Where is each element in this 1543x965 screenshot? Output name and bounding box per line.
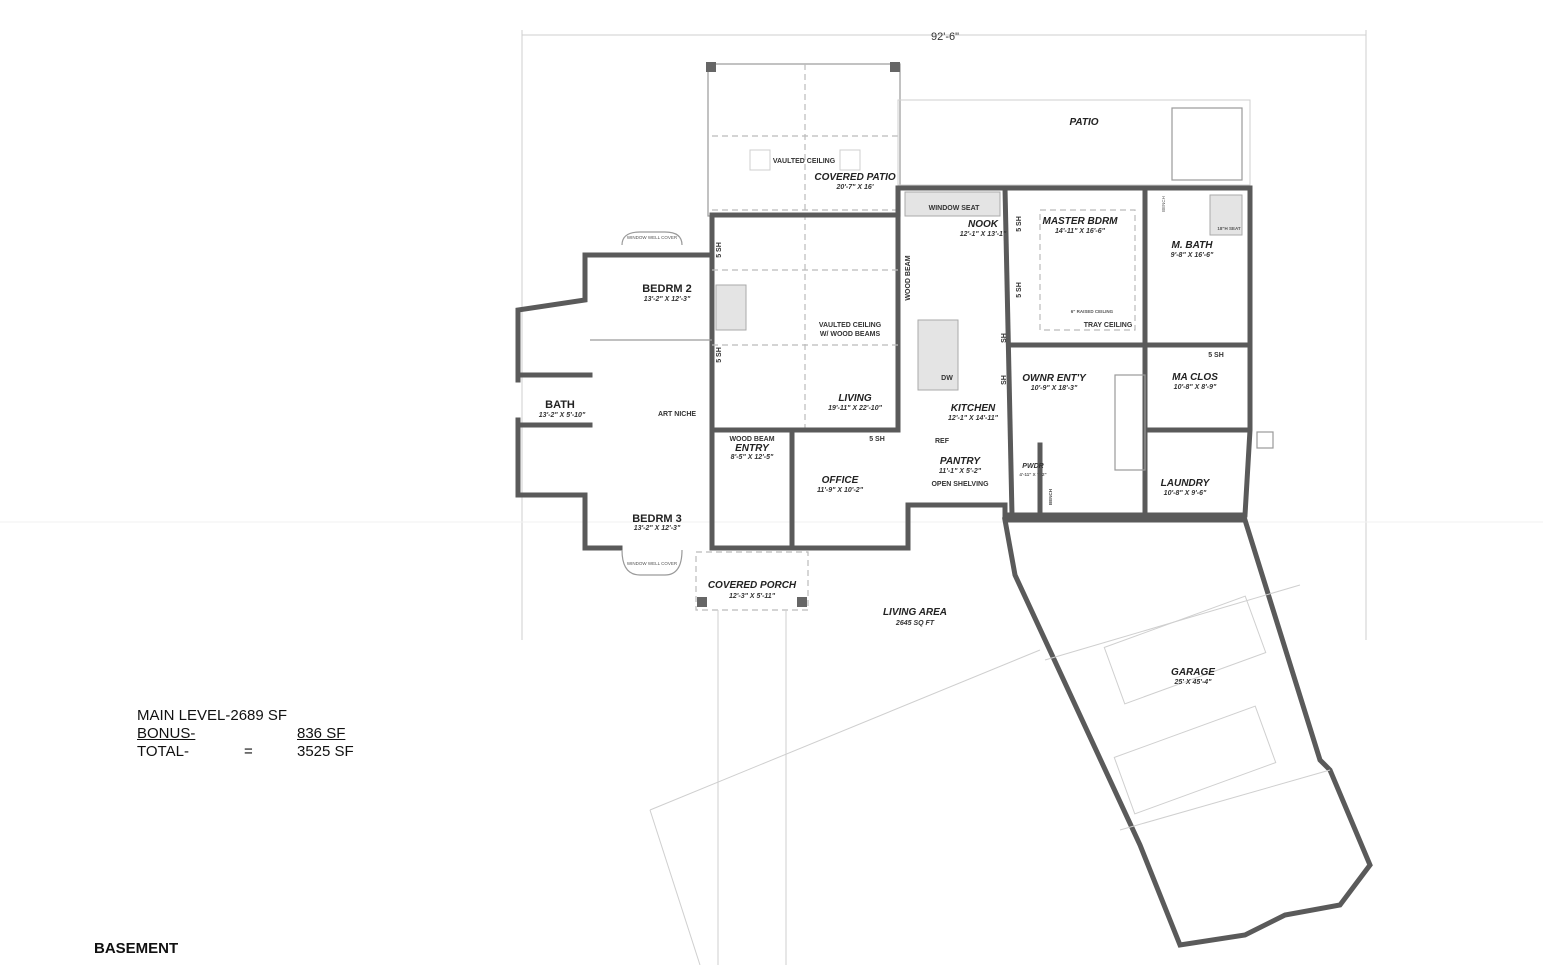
room-label: VAULTED CEILING bbox=[819, 322, 882, 329]
room-label: 10'-9" X 18'-3" bbox=[1031, 385, 1078, 392]
room-label: OFFICE bbox=[822, 475, 859, 486]
room-label: 14'-11" X 16'-6" bbox=[1055, 228, 1106, 235]
room-label: 5 SH bbox=[716, 347, 723, 363]
room-label: W/ WOOD BEAMS bbox=[820, 331, 881, 338]
level-title: BASEMENT bbox=[94, 940, 179, 957]
window-well-cover bbox=[621, 231, 683, 246]
patio-outline bbox=[897, 99, 1251, 186]
overall-dimension-line: 92'-6" bbox=[521, 30, 1367, 640]
room-label: PWDR bbox=[1022, 463, 1043, 470]
room-label: 20'-7" X 16' bbox=[835, 184, 873, 191]
room-label: WINDOW WELL COVER bbox=[627, 561, 678, 566]
room-label: 8'-5" X 12'-5" bbox=[731, 454, 774, 461]
room-label: DW bbox=[941, 375, 953, 382]
room-label: 5 SH bbox=[1016, 282, 1023, 298]
bonus-label: BONUS- bbox=[137, 725, 196, 742]
room-label: LIVING AREA bbox=[883, 607, 947, 618]
room-label: BENCH bbox=[1161, 196, 1166, 212]
total-label: TOTAL- bbox=[137, 743, 189, 760]
room-label: KITCHEN bbox=[951, 403, 996, 414]
room-label: TRAY CEILING bbox=[1084, 322, 1133, 329]
room-label: 9'-8" X 16'-6" bbox=[1171, 252, 1214, 259]
room-label: GARAGE bbox=[1171, 667, 1215, 678]
room-label: 10'-8" X 8'-9" bbox=[1174, 384, 1217, 391]
room-label: 13'-2" X 12'-3" bbox=[634, 525, 681, 532]
square-footage-summary: MAIN LEVEL-2689 SF BONUS- 836 SF TOTAL- = 3… bbox=[137, 707, 354, 761]
room-label: 5 SH bbox=[716, 242, 723, 258]
room-label: PANTRY bbox=[940, 456, 982, 467]
room-label: M. BATH bbox=[1172, 240, 1214, 251]
room-label: BEDRM 3 bbox=[632, 513, 682, 525]
room-label: NOOK bbox=[968, 219, 999, 230]
room-label: 5 SH bbox=[1016, 216, 1023, 232]
room-label: 4'-11" X 7'-2" bbox=[1019, 472, 1046, 477]
room-label: SH bbox=[1001, 375, 1008, 385]
kitchen-island bbox=[917, 319, 959, 391]
overall-dimension: 92'-6" bbox=[931, 31, 959, 43]
room-label: BATH bbox=[545, 399, 575, 411]
room-label: 19'-11" X 22'-10" bbox=[828, 405, 882, 412]
room-label: 5 SH bbox=[869, 436, 885, 443]
room-label: COVERED PATIO bbox=[814, 172, 896, 183]
total-equals: = bbox=[244, 743, 253, 760]
room-label: WOOD BEAM bbox=[905, 255, 912, 300]
total-value: 3525 SF bbox=[297, 743, 354, 760]
room-label: VAULTED CEILING bbox=[773, 158, 836, 165]
exterior-walls bbox=[515, 185, 1253, 551]
covered-porch-structure bbox=[695, 551, 809, 965]
living-beams bbox=[712, 191, 1243, 471]
stairs bbox=[1114, 374, 1146, 471]
room-label: COVERED PORCH bbox=[708, 580, 797, 591]
room-label: BEDRM 2 bbox=[642, 283, 692, 295]
room-label: OWNR ENT'Y bbox=[1022, 373, 1087, 384]
room-label: 11'-1" X 5'-2" bbox=[939, 468, 982, 475]
room-label: SH bbox=[1001, 333, 1008, 343]
room-label: MASTER BDRM bbox=[1043, 216, 1119, 227]
room-label: 5 SH bbox=[1208, 352, 1224, 359]
room-label: 12'-1" X 13'-1" bbox=[960, 231, 1007, 238]
room-labels: VAULTED CEILING COVERED PATIO 20'-7" X 1… bbox=[539, 117, 1241, 686]
room-label: WOOD BEAM bbox=[729, 436, 774, 443]
bonus-value: 836 SF bbox=[297, 725, 346, 742]
room-label: 18"H SEAT bbox=[1217, 226, 1241, 231]
room-label: PATIO bbox=[1069, 117, 1098, 128]
spa bbox=[1171, 107, 1243, 181]
room-label: 13'-2" X 5'-10" bbox=[539, 412, 586, 419]
covered-patio-structure bbox=[706, 62, 901, 430]
room-label: WINDOW SEAT bbox=[929, 205, 981, 212]
room-label: 12'-1" X 14'-11" bbox=[948, 415, 999, 422]
room-label: ART NICHE bbox=[658, 411, 696, 418]
room-label: 10'-8" X 9'-6" bbox=[1164, 490, 1207, 497]
room-label: 6" RAISED CEILING bbox=[1071, 309, 1114, 314]
room-label: ENTRY bbox=[735, 443, 770, 454]
room-label: BENCH bbox=[1048, 489, 1053, 505]
window-well-cover bbox=[621, 549, 683, 576]
room-label: 12'-3" X 5'-11" bbox=[729, 593, 776, 600]
room-label: 13'-2" X 12'-3" bbox=[644, 296, 691, 303]
room-label: 11'-9" X 10'-2" bbox=[817, 487, 864, 494]
main-level-sf: MAIN LEVEL-2689 SF bbox=[137, 707, 288, 724]
room-label: REF bbox=[935, 438, 950, 445]
room-label: OPEN SHELVING bbox=[931, 481, 989, 488]
room-label: 25' X 45'-4" bbox=[1173, 679, 1212, 686]
room-label: 2645 SQ FT bbox=[895, 620, 935, 627]
fireplace bbox=[715, 284, 747, 331]
room-label: WINDOW WELL COVER bbox=[627, 235, 678, 240]
room-label: LIVING bbox=[838, 393, 872, 404]
ac-unit bbox=[1256, 431, 1274, 449]
interior-walls bbox=[515, 185, 1248, 551]
room-label: LAUNDRY bbox=[1161, 478, 1211, 489]
garage-structure bbox=[649, 517, 1373, 965]
room-label: MA CLOS bbox=[1172, 372, 1218, 383]
